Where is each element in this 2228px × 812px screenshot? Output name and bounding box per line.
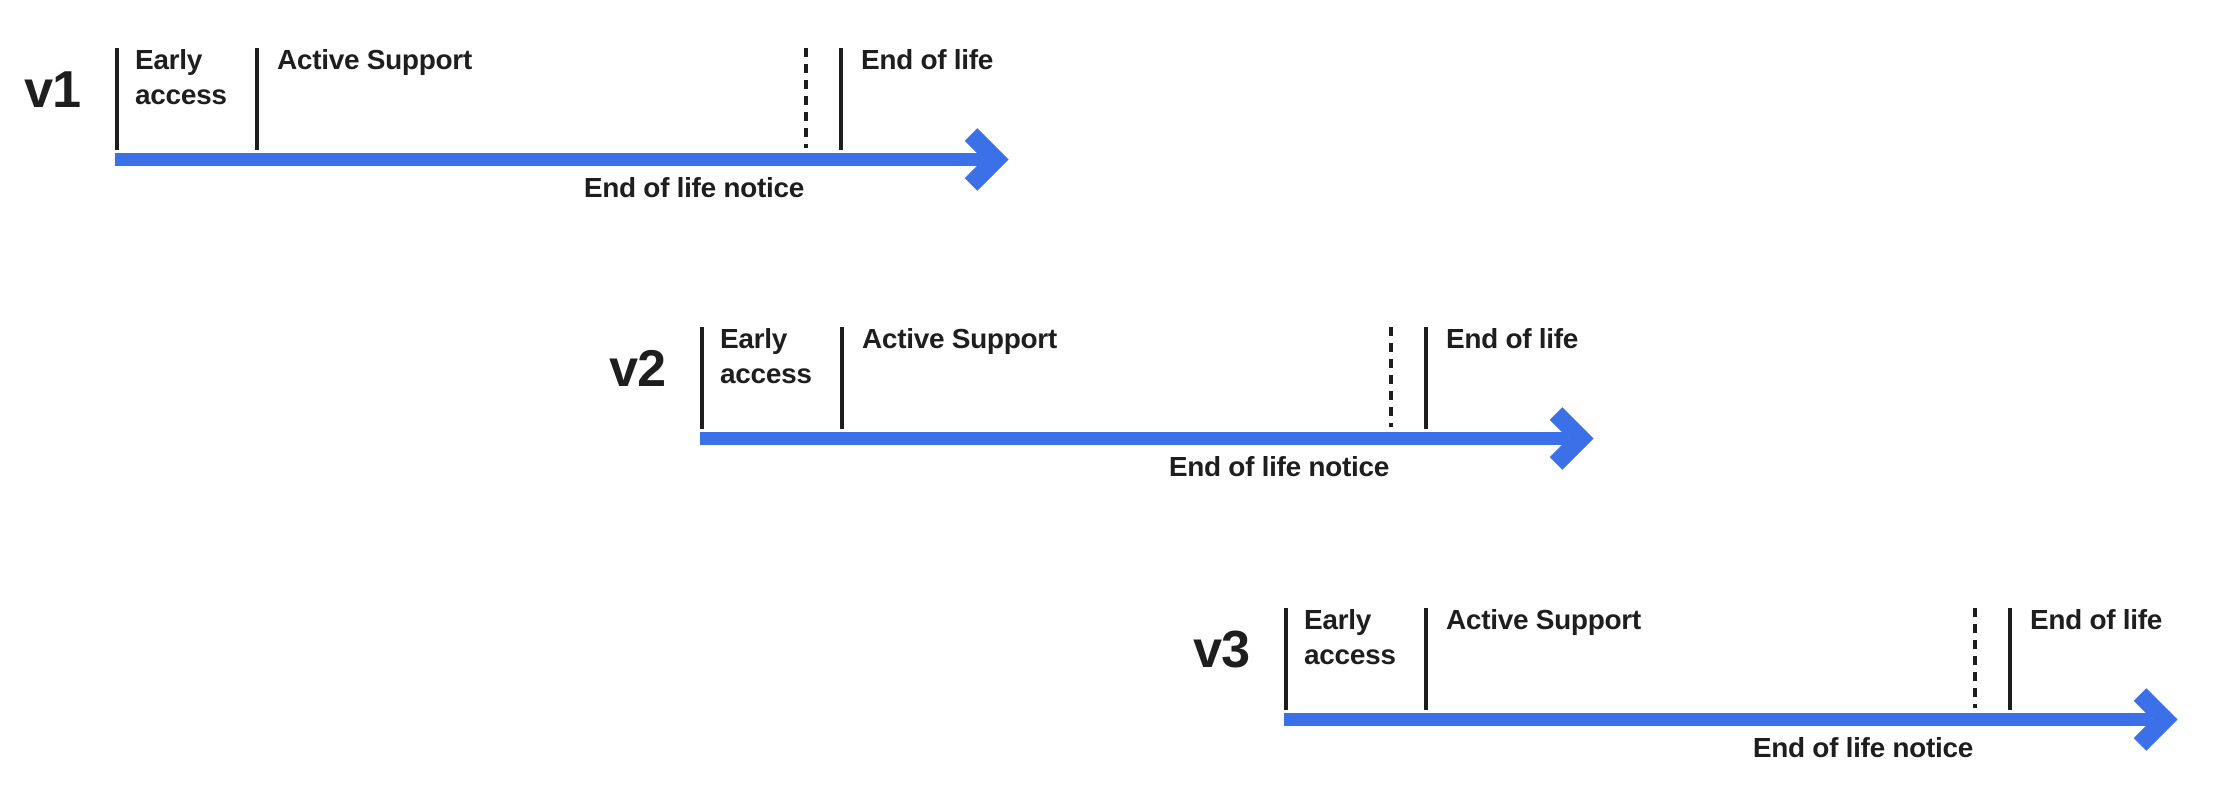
end-of-life-tick [839, 48, 843, 150]
early-access-label: Early access [135, 44, 227, 110]
eol-notice-dashed-tick [804, 48, 808, 148]
early-access-start-tick [1284, 608, 1288, 710]
end-of-life-label: End of life [1446, 323, 1579, 354]
early-access-label: Early access [720, 323, 812, 389]
active-support-start-tick [840, 327, 844, 429]
end-of-life-label: End of life [861, 44, 994, 75]
end-of-life-tick [2008, 608, 2012, 710]
arrow-right-icon [1549, 407, 1594, 470]
arrow-shaft [1284, 713, 2152, 726]
arrow-right-icon [964, 128, 1009, 191]
arrow-shaft [115, 153, 983, 166]
arrow-right-icon [2133, 688, 2178, 751]
timeline-arrow [115, 128, 1009, 191]
active-support-label: Active Support [1446, 604, 1641, 635]
timeline-v1: v1 Early access Active Support End of li… [24, 44, 1055, 218]
early-access-start-tick [700, 327, 704, 429]
version-label: v2 [609, 340, 666, 398]
active-support-start-tick [255, 48, 259, 150]
active-support-start-tick [1424, 608, 1428, 710]
arrow-shaft [700, 432, 1568, 445]
end-of-life-label: End of life [2030, 604, 2163, 635]
timeline-arrow [700, 407, 1594, 470]
active-support-label: Active Support [277, 44, 472, 75]
timeline-v3: v3 Early access Active Support End of li… [1193, 604, 2224, 778]
end-of-life-notice-label: End of life notice [1752, 732, 1973, 763]
version-label: v1 [24, 61, 81, 119]
end-of-life-notice-label: End of life notice [1168, 451, 1389, 482]
early-access-start-tick [115, 48, 119, 150]
timeline-arrow [1284, 688, 2178, 751]
eol-notice-dashed-tick [1389, 327, 1393, 427]
end-of-life-notice-label: End of life notice [583, 172, 804, 203]
timeline-v2: v2 Early access Active Support End of li… [609, 323, 1640, 497]
eol-notice-dashed-tick [1973, 608, 1977, 708]
version-label: v3 [1193, 621, 1250, 679]
end-of-life-tick [1424, 327, 1428, 429]
early-access-label: Early access [1304, 604, 1396, 670]
active-support-label: Active Support [862, 323, 1057, 354]
